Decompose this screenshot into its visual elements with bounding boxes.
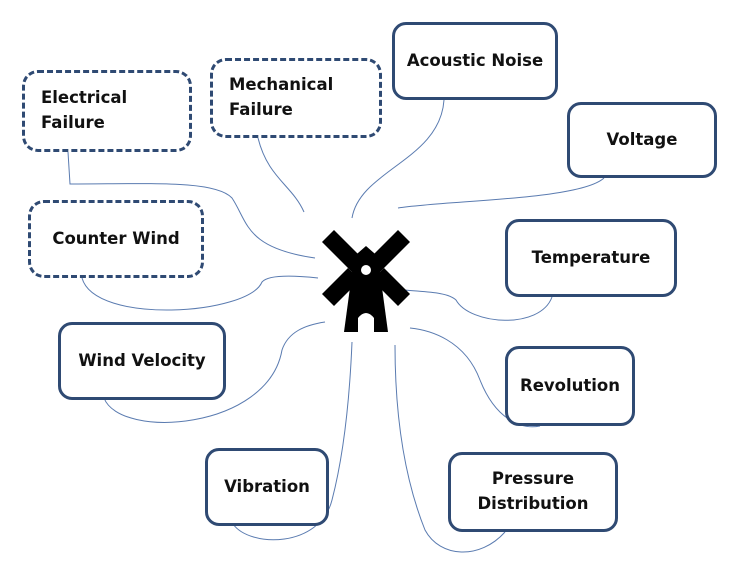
node-temperature: Temperature: [505, 219, 677, 297]
node-pressure-distribution: Pressure Distribution: [448, 452, 618, 532]
node-label: Wind Velocity: [78, 350, 206, 370]
link-pressure-distribution: [394, 344, 506, 553]
node-acoustic-noise: Acoustic Noise: [392, 22, 558, 100]
node-label: Counter Wind: [52, 228, 180, 248]
node-label: Pressure Distribution: [477, 469, 589, 513]
windmill-icon: [322, 230, 410, 332]
node-revolution: Revolution: [505, 346, 635, 426]
node-mechanical-failure: Mechanical Failure: [210, 58, 382, 138]
node-voltage: Voltage: [567, 102, 717, 178]
node-label: Mechanical Failure: [229, 75, 334, 119]
link-temperature: [404, 289, 553, 321]
link-electrical-failure: [67, 151, 316, 259]
node-label: Temperature: [531, 247, 651, 267]
link-counter-wind: [81, 275, 319, 311]
node-label: Acoustic Noise: [406, 50, 544, 70]
link-vibration: [232, 341, 353, 541]
link-wind-velocity: [103, 321, 326, 423]
node-label: Voltage: [606, 129, 678, 149]
link-acoustic-noise: [351, 99, 445, 219]
node-label: Electrical Failure: [41, 88, 128, 132]
node-electrical-failure: Electrical Failure: [22, 70, 192, 152]
node-label: Vibration: [224, 476, 310, 496]
node-counter-wind: Counter Wind: [28, 200, 204, 278]
node-label: Revolution: [519, 375, 620, 395]
link-mechanical-failure: [257, 137, 305, 213]
node-vibration: Vibration: [205, 448, 329, 526]
node-wind-velocity: Wind Velocity: [58, 322, 226, 400]
link-voltage: [397, 177, 605, 209]
